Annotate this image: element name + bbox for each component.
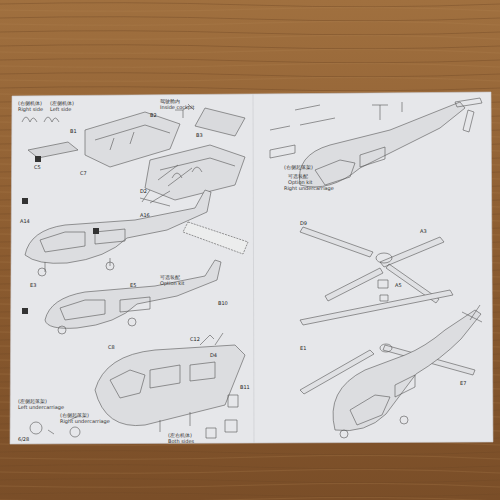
callout-number: A5 [395, 282, 402, 288]
part-label: Option kit [160, 280, 185, 286]
callout-number: D4 [210, 352, 217, 358]
part-label: Inside cockpit [160, 104, 194, 110]
callout-number: D2 [140, 188, 147, 194]
callout-number: E5 [130, 282, 136, 288]
callout-number: B10 [218, 300, 228, 306]
line-art [22, 98, 482, 438]
part-label: Left side [50, 106, 71, 112]
part-label: 驾驶舱内 [160, 98, 180, 104]
part-label: Left undercarriage [18, 404, 64, 410]
caution-icons [22, 156, 99, 314]
paper-sheet [10, 92, 493, 444]
callout-number: C7 [80, 170, 87, 176]
part-label: (右侧起落架) [284, 164, 313, 170]
part-label: (左侧机体) [50, 100, 74, 106]
callout-number: C5 [34, 164, 41, 170]
callout-number: B1 [70, 128, 77, 134]
part-label: Right undercarriage [60, 418, 110, 424]
part-label: (左侧起落架) [18, 398, 47, 404]
part-label: Both sides [168, 438, 194, 444]
callout-number: E7 [460, 380, 466, 386]
callout-number: B3 [196, 132, 203, 138]
part-label: (右侧起落架) [60, 412, 89, 418]
callout-number: E1 [300, 345, 306, 351]
callout-number: C8 [108, 344, 115, 350]
part-label: (右侧机体) [18, 100, 42, 106]
part-label: (左右机体) [168, 432, 192, 438]
callout-number: C12 [190, 336, 200, 342]
part-label: Option kit [288, 179, 313, 185]
callout-number: A14 [20, 218, 30, 224]
callout-number: D9 [300, 220, 307, 226]
part-label: 可选装配 [160, 274, 180, 280]
part-label: Right side [18, 106, 43, 112]
callout-number: A16 [140, 212, 150, 218]
fold-line [253, 94, 254, 443]
callout-number: B2 [150, 112, 157, 118]
callout-number: A3 [420, 228, 427, 234]
part-label: Right undercarriage [284, 185, 334, 191]
callout-number: 6/28 [18, 436, 29, 442]
part-label: 可选装配 [288, 173, 308, 179]
callout-number: E3 [30, 282, 36, 288]
callout-number: B11 [240, 384, 250, 390]
